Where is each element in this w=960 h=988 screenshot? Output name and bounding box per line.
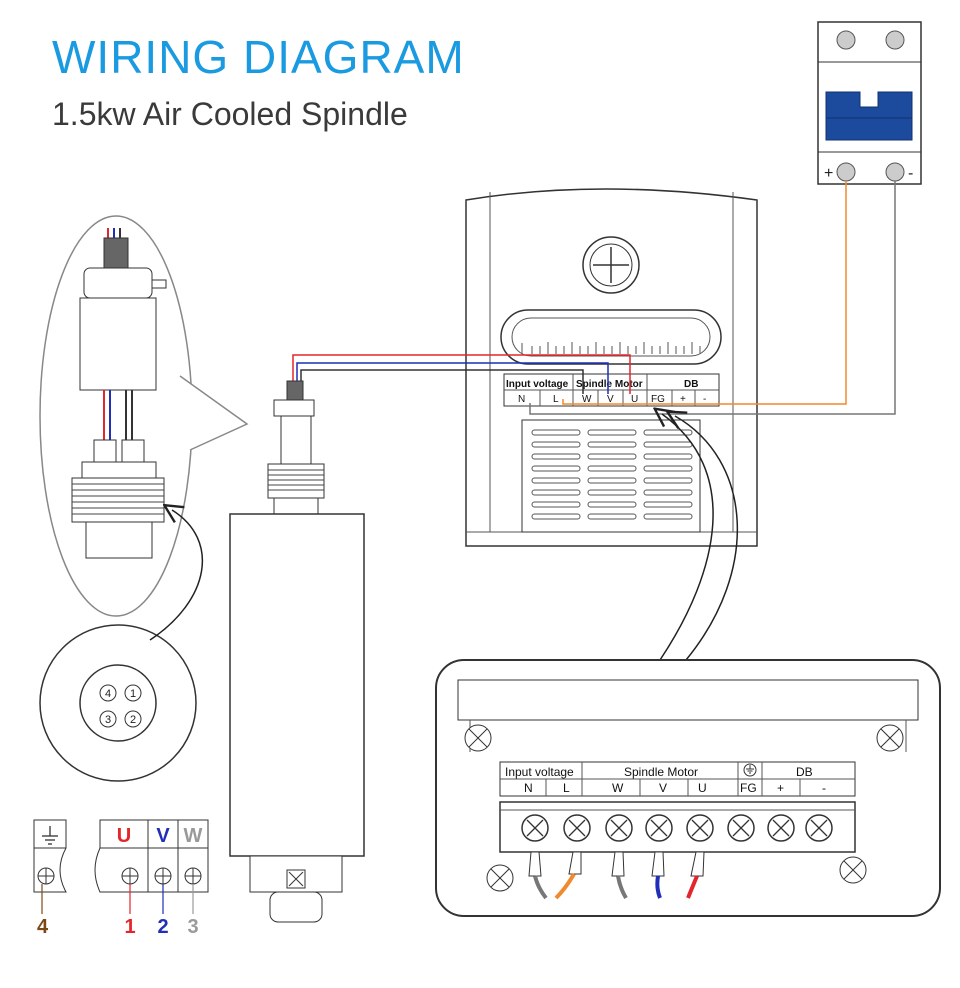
closeup-terminal-minus: - <box>822 781 826 795</box>
connector-pin-4 <box>99 684 117 702</box>
breaker-switch-lever-icon <box>825 91 913 119</box>
vfd-speed-knob-icon <box>582 236 640 294</box>
closeup-terminal-v: V <box>659 781 667 795</box>
connector-pin-2-label: 2 <box>130 714 136 726</box>
vfd-inverter: Input voltage Spindle Motor DB N L W V U… <box>465 188 758 547</box>
ground-terminal: 4 <box>33 819 67 938</box>
closeup-terminal-u: U <box>698 781 707 795</box>
wire-w-black <box>300 369 584 394</box>
phase-u-letter: U <box>117 825 131 847</box>
small-strip-input-voltage-label: Input voltage <box>506 379 569 390</box>
connector-pin-4-label: 4 <box>105 688 111 700</box>
small-strip-terminal-n: N <box>518 394 525 405</box>
wire-u-red <box>292 354 631 394</box>
small-strip-terminal-plus: + <box>680 394 686 405</box>
wire-n-gray <box>529 181 896 415</box>
terminal-closeup: Input voltage Spindle Motor DB N L W V U… <box>435 659 941 917</box>
closeup-terminal-label-strip: Input voltage Spindle Motor DB N L W V U… <box>499 761 856 797</box>
closeup-wire-n-gray <box>533 875 548 900</box>
ground-pin-number: 4 <box>37 916 49 938</box>
closeup-terminal-w: W <box>612 781 624 795</box>
diagram-subtitle: 1.5kw Air Cooled Spindle <box>52 96 408 132</box>
closeup-wire-l-orange <box>554 873 576 900</box>
wire-l-orange <box>562 181 847 405</box>
small-strip-spindle-motor-label: Spindle Motor <box>576 379 643 390</box>
closeup-wire-w-gray <box>616 875 628 900</box>
closeup-spindle-motor-label: Spindle Motor <box>624 765 698 779</box>
vfd-display-teeth-icon <box>521 342 701 354</box>
face-to-callout-arrow-icon <box>149 510 204 641</box>
phase-v-letter: V <box>156 825 170 847</box>
closeup-wire-u-red <box>686 875 699 899</box>
breaker-minus-terminal-icon <box>885 162 905 182</box>
vfd-small-terminal-strip: Input voltage Spindle Motor DB N L W V U… <box>503 373 720 407</box>
breaker-plus-label: + <box>824 165 833 182</box>
closeup-db-label: DB <box>796 765 813 779</box>
closeup-terminal-n: N <box>524 781 533 795</box>
callout-plug-cable-icon <box>103 237 129 269</box>
breaker-plus-terminal-icon <box>836 162 856 182</box>
small-strip-terminal-w: W <box>582 394 592 405</box>
small-strip-terminal-u: U <box>631 394 638 405</box>
phase-w-letter: W <box>184 825 203 847</box>
circuit-breaker: + - <box>817 21 922 185</box>
closeup-wire-lugs <box>528 851 705 900</box>
phase-u-pin-number: 1 <box>124 916 135 938</box>
diagram-title: WIRING DIAGRAM <box>52 31 465 83</box>
small-strip-terminal-v: V <box>607 394 614 405</box>
small-strip-terminal-fg: FG <box>651 394 665 405</box>
breaker-top-left-screw-icon <box>836 30 856 50</box>
spindle-nose-nut <box>269 891 323 923</box>
closeup-wire-v-blue <box>655 875 662 899</box>
connector-zoom-callout <box>39 215 249 617</box>
callout-pointer-icon <box>179 375 249 451</box>
connector-pin-2 <box>124 710 142 728</box>
spindle-body <box>229 513 365 857</box>
closeup-to-vfd-arrow-icon-2 <box>675 416 738 661</box>
small-strip-terminal-l: L <box>553 394 559 405</box>
wiring-lines <box>292 181 896 415</box>
closeup-terminal-plus: + <box>777 781 784 795</box>
closeup-terminal-fg: FG <box>740 781 757 795</box>
connector-face-view: 4 1 3 2 <box>39 624 197 782</box>
phase-terminal-block: U V W 1 2 3 <box>94 819 209 938</box>
small-strip-terminal-minus: - <box>703 394 706 405</box>
closeup-terminal-l: L <box>563 781 570 795</box>
small-strip-db-label: DB <box>684 379 698 390</box>
closeup-terminal-block <box>499 801 856 853</box>
ground-symbol-icon <box>42 826 58 845</box>
phase-w-pin-number: 3 <box>187 916 198 938</box>
connector-pin-3 <box>99 710 117 728</box>
closeup-to-vfd-arrow-icon-1 <box>660 414 714 661</box>
closeup-input-voltage-label: Input voltage <box>505 765 574 779</box>
connector-pin-1-label: 1 <box>130 688 136 700</box>
wire-v-blue <box>296 362 609 394</box>
breaker-top-right-screw-icon <box>885 30 905 50</box>
phase-v-pin-number: 2 <box>157 916 168 938</box>
pointer-arrows <box>149 414 738 661</box>
vfd-vent-grille <box>521 419 701 533</box>
spindle-motor <box>229 380 365 923</box>
connector-pin-1 <box>124 684 142 702</box>
spindle-connector-nut <box>267 463 325 499</box>
callout-connector-nut <box>71 477 165 523</box>
pin-legend: 4 U V W 1 2 3 <box>33 819 209 938</box>
breaker-minus-label: - <box>908 165 913 182</box>
connector-pin-3-label: 3 <box>105 714 111 726</box>
closeup-ground-symbol-icon <box>743 763 757 777</box>
